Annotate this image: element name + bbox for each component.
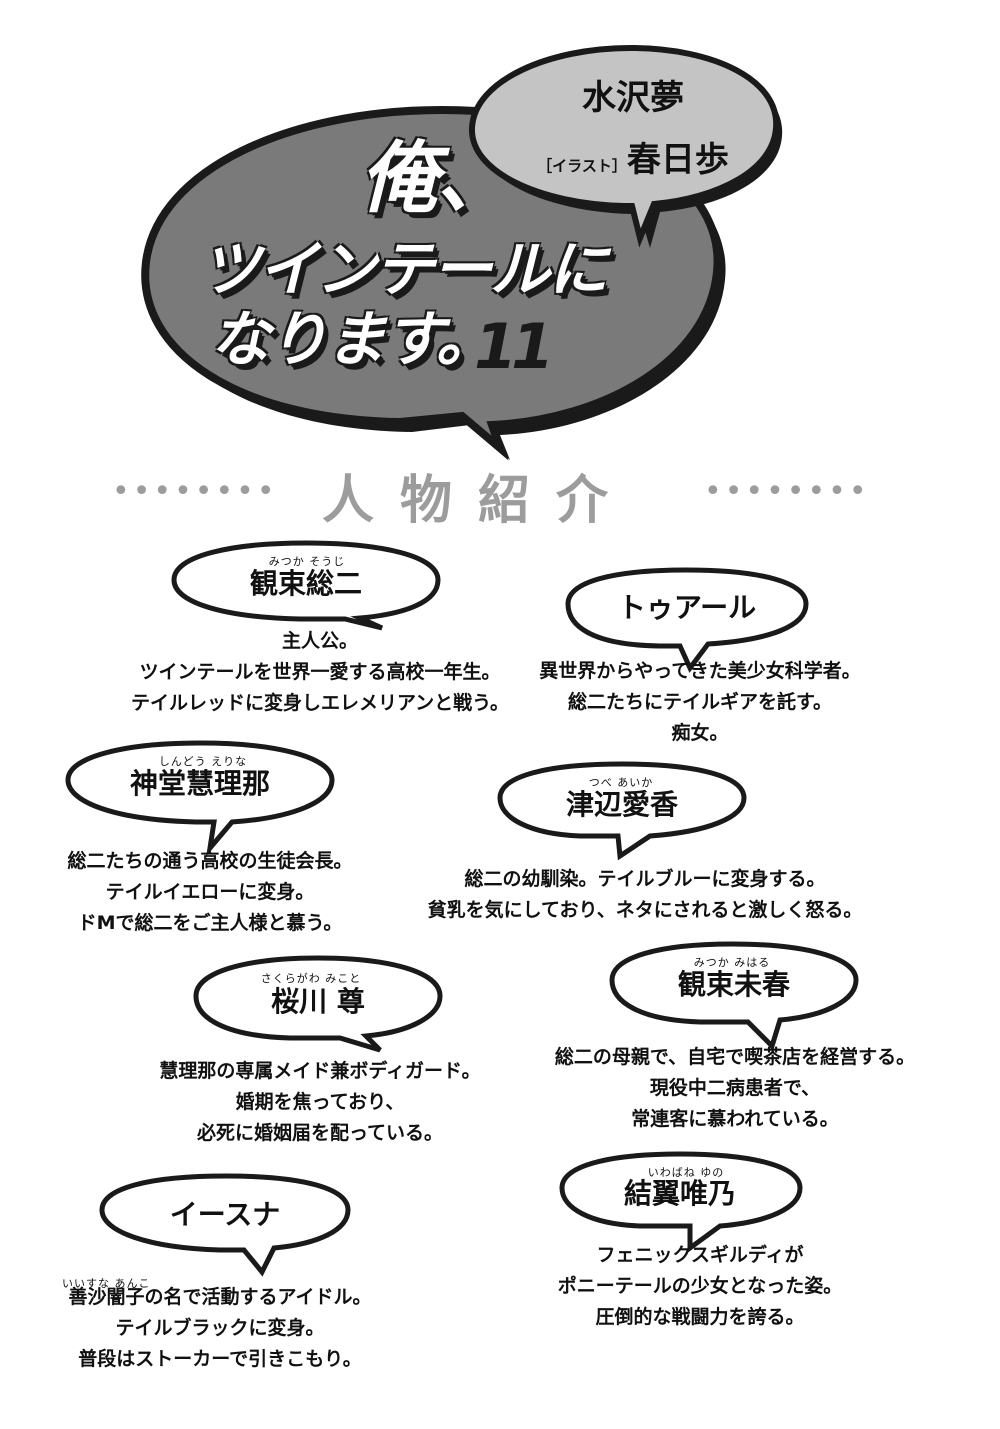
desc-tuarl: 異世界からやってきた美少女科学者。 総二たちにテイルギアを託す。 痴女。 — [500, 656, 900, 749]
bubble-erina — [65, 740, 335, 857]
desc-line: 総二たちにテイルギアを託す。 — [567, 691, 833, 713]
ruby-miharu: みつか みはる — [693, 956, 771, 969]
ruby-aika: つべ あいか — [588, 776, 654, 789]
desc-iisuna: 善沙闇子の名で活動するアイドル。 テイルブラックに変身。 普段はストーカーで引き… — [20, 1282, 420, 1375]
desc-erina: 総二たちの通う高校の生徒会長。 テイルイエローに変身。 ドMで総二をご主人様と慕… — [20, 846, 400, 939]
desc-line: 総二の母親で、自宅で喫茶店を経営する。 — [554, 1046, 916, 1068]
bubble-aika — [497, 761, 747, 861]
desc-line: ドMで総二をご主人様と慕う。 — [77, 912, 343, 934]
desc-line: 現役中二病患者で、 — [649, 1077, 821, 1099]
desc-line: テイルブラックに変身。 — [115, 1317, 325, 1339]
desc-sojii: 主人公。 ツインテールを世界一愛する高校一年生。 テイルレッドに変身しエレメリア… — [110, 626, 530, 719]
heading-dots-left: •••••••• — [112, 474, 278, 509]
ruby-yuno: いわばね ゆの — [647, 1166, 725, 1179]
author-name: 水沢夢 — [582, 78, 684, 118]
desc-line: 必死に婚姻届を配っている。 — [196, 1122, 444, 1144]
illustrator-credit: ［イラスト］春日歩 — [528, 132, 738, 181]
name-yuno: 結翼唯乃 — [623, 1177, 736, 1210]
illustrator-label: ［イラスト］ — [537, 157, 627, 175]
desc-line: 婚期を焦っており、 — [235, 1091, 405, 1113]
bubble-yuno — [559, 1151, 803, 1253]
name-miharu: 観束未春 — [677, 968, 790, 1001]
desc-line: 痴女。 — [671, 722, 729, 744]
illustrator-name: 春日歩 — [626, 140, 729, 180]
desc-yuno: フェニックスギルディが ポニーテールの少女となった姿。 圧倒的な戦闘力を誇る。 — [500, 1240, 900, 1333]
name-erina: 神堂慧理那 — [129, 767, 270, 800]
bubble-iisuna — [99, 1173, 351, 1277]
desc-line: 貧乳を気にしており、ネタにされると激しく怒る。 — [427, 899, 863, 921]
desc-line: 主人公。 — [281, 630, 358, 652]
name-iisuna: イースナ — [169, 1198, 281, 1231]
desc-line: 慧理那の専属メイド兼ボディガード。 — [159, 1060, 481, 1082]
bubble-mikoto — [193, 955, 443, 1053]
bubble-tuarl — [565, 567, 809, 673]
desc-aika: 総二の幼馴染。テイルブルーに変身する。 貧乳を気にしており、ネタにされると激しく… — [395, 864, 895, 926]
bubble-sojii — [171, 540, 441, 631]
desc-line: フェニックスギルディが — [596, 1244, 804, 1266]
desc-miharu: 総二の母親で、自宅で喫茶店を経営する。 現役中二病患者で、 常連客に慕われている… — [520, 1042, 950, 1135]
name-mikoto: 桜川 尊 — [271, 985, 365, 1018]
desc-line: 総二たちの通う高校の生徒会長。 — [67, 850, 353, 872]
desc-line: 常連客に慕われている。 — [631, 1108, 839, 1130]
desc-line: 異世界からやってきた美少女科学者。 — [539, 660, 861, 682]
section-heading: 人物紹介 — [322, 471, 635, 531]
desc-mikoto: 慧理那の専属メイド兼ボディガード。 婚期を焦っており、 必死に婚姻届を配っている… — [130, 1056, 510, 1149]
title-line-1: 俺、 — [360, 134, 514, 224]
title-line-3: なります。 — [210, 305, 496, 375]
desc-line: テイルイエローに変身。 — [105, 881, 315, 903]
desc-line: ポニーテールの少女となった姿。 — [557, 1275, 843, 1297]
desc-line: テイルレッドに変身しエレメリアンと戦う。 — [130, 692, 510, 714]
ruby-mikoto: さくらがわ みこと — [260, 972, 362, 985]
desc-line: 圧倒的な戦闘力を誇る。 — [595, 1306, 805, 1328]
desc-line: 善沙闇子の名で活動するアイドル。 — [68, 1286, 372, 1308]
volume-number: 11 — [474, 310, 554, 383]
author-bubble — [468, 44, 780, 248]
desc-line: 総二の幼馴染。テイルブルーに変身する。 — [464, 868, 826, 890]
ruby-sojii: みつか そうじ — [268, 555, 346, 568]
ruby-erina: しんどう えりな — [158, 755, 248, 768]
title-line-2: ツインテールに — [200, 235, 608, 305]
name-tuarl: トゥアール — [617, 591, 757, 624]
desc-line: ツインテールを世界一愛する高校一年生。 — [139, 661, 501, 683]
bubble-miharu — [609, 941, 859, 1051]
heading-dots-right: •••••••• — [704, 474, 870, 509]
desc-line: 普段はストーカーで引きこもり。 — [78, 1348, 362, 1370]
ruby-anko: いいすな あんこ — [62, 1277, 151, 1290]
name-aika: 津辺愛香 — [565, 788, 678, 821]
name-sojii: 観束総二 — [249, 567, 362, 600]
